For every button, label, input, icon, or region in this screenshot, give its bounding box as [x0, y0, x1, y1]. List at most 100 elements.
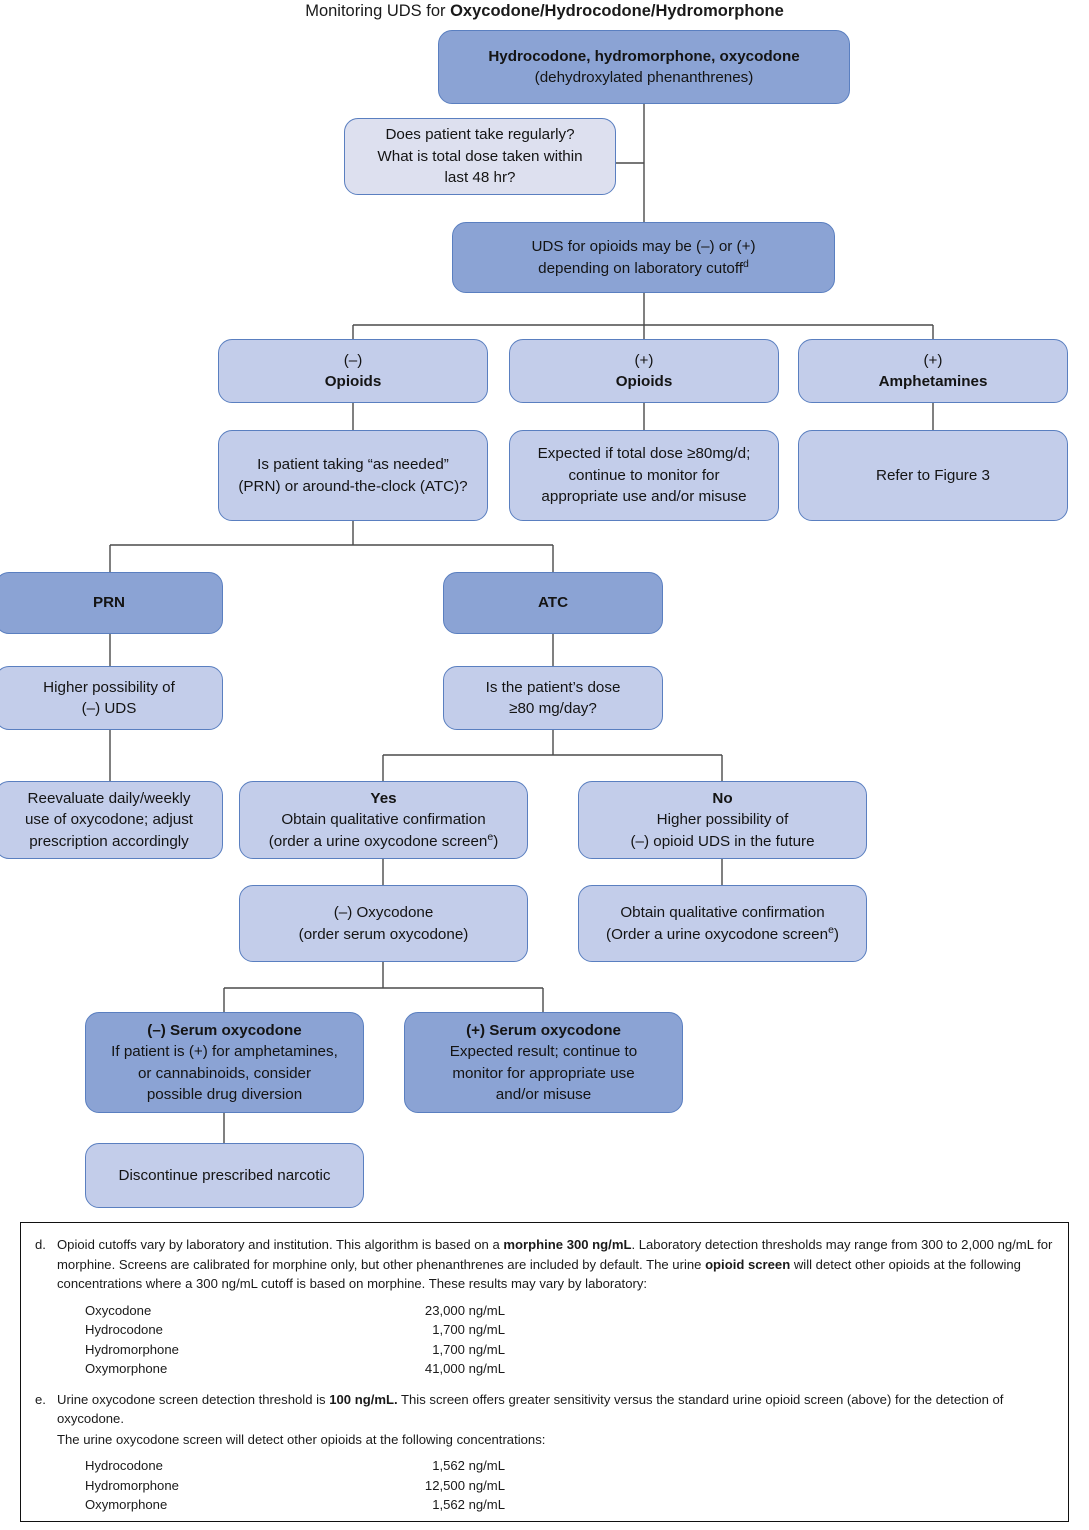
table-row: Hydrocodone 1,700 ng/mL — [85, 1320, 505, 1340]
yes-label: Yes — [370, 789, 397, 807]
reevaluate-line3: prescription accordingly — [29, 832, 189, 850]
fn-e-name-1: Hydromorphone — [85, 1477, 179, 1493]
neg-opioids-line2: Opioids — [324, 373, 382, 390]
uds-line2: depending on laboratory cutoff — [538, 259, 744, 277]
intake-line3: last 48 hr? — [444, 169, 516, 187]
node-intake-question[interactable]: Does patient take regularly? What is tot… — [344, 118, 616, 195]
prn-higher-line1: Higher possibility of — [43, 678, 175, 696]
fn-d-value-2: 1,700 ng/mL — [432, 1341, 505, 1357]
footnote-e-table: Hydrocodone 1,562 ng/mL Hydromorphone 12… — [85, 1456, 505, 1515]
pos-amph-line2: Amphetamines — [878, 373, 988, 390]
footnote-e-bold-a: 100 ng/mL. — [329, 1391, 398, 1407]
neg-serum-line1: (–) Serum oxycodone — [147, 1021, 302, 1039]
prn-atc-q-line1: Is patient taking “as needed” — [257, 456, 449, 473]
page-title-bold: Oxycodone/Hydrocodone/Hydromorphone — [450, 2, 784, 20]
footnote-e-text-c: The urine oxycodone screen will detect o… — [57, 1431, 546, 1447]
no-line3: (–) opioid UDS in the future — [630, 832, 815, 850]
node-negative-serum-oxycodone[interactable]: (–) Serum oxycodone If patient is (+) fo… — [85, 1012, 364, 1113]
footnote-e-text: Urine oxycodone screen detection thresho… — [57, 1390, 1054, 1429]
footnotes-panel: d. Opioid cutoffs vary by laboratory and… — [20, 1222, 1069, 1522]
node-root-line1: Hydrocodone, hydromorphone, oxycodone — [488, 47, 800, 65]
neg-oxy-line2: (order serum oxycodone) — [298, 925, 469, 943]
fn-d-name-2: Hydromorphone — [85, 1341, 179, 1357]
footnote-d-bold-b: opioid screen — [705, 1256, 791, 1272]
footnote-e-marker: e. — [35, 1391, 46, 1407]
node-reevaluate[interactable]: Reevaluate daily/weekly use of oxycodone… — [0, 781, 223, 859]
obtain-line2-end: ) — [833, 925, 839, 943]
node-positive-amphetamines[interactable]: (+) Amphetamines — [798, 339, 1068, 403]
table-row: Hydromorphone 12,500 ng/mL — [85, 1476, 505, 1496]
reevaluate-line1: Reevaluate daily/weekly — [27, 789, 191, 807]
yes-line3: (order a urine oxycodone screen — [268, 832, 488, 850]
fn-d-name-3: Oxymorphone — [85, 1361, 168, 1376]
fn-e-value-1: 12,500 ng/mL — [424, 1477, 505, 1493]
node-prn-atc-question[interactable]: Is patient taking “as needed” (PRN) or a… — [218, 430, 488, 521]
uds-footnote-marker: d — [743, 257, 749, 270]
obtain-line1: Obtain qualitative confirmation — [620, 904, 825, 921]
node-positive-opioids[interactable]: (+) Opioids — [509, 339, 779, 403]
pos-opioids-line1: (+) — [634, 351, 654, 369]
fn-d-name-0: Oxycodone — [85, 1302, 152, 1318]
obtain-footnote-marker: e — [828, 923, 834, 936]
footnote-d-bold-a: morphine 300 ng/mL — [503, 1237, 632, 1252]
yes-line2: Obtain qualitative confirmation — [281, 811, 486, 829]
node-expected-dose[interactable]: Expected if total dose ≥80mg/d; continue… — [509, 430, 779, 521]
pos-serum-line3: monitor for appropriate use — [452, 1064, 635, 1082]
expected-line2: continue to monitor for — [568, 466, 720, 484]
expected-line3: appropriate use and/or misuse — [541, 488, 747, 506]
pos-serum-line2: Expected result; continue to — [449, 1043, 638, 1060]
reevaluate-line2: use of oxycodone; adjust — [24, 811, 194, 829]
neg-serum-line2: If patient is (+) for amphetamines, — [111, 1043, 338, 1060]
neg-opioids-line1: (–) — [343, 351, 363, 369]
node-prn-higher-possibility[interactable]: Higher possibility of (–) UDS — [0, 666, 223, 730]
footnote-e-text-a: Urine oxycodone screen detection thresho… — [57, 1391, 330, 1407]
prn-atc-q-line2: (PRN) or around-the-clock (ATC)? — [238, 477, 468, 495]
intake-line2: What is total dose taken within — [377, 147, 583, 165]
fn-d-value-1: 1,700 ng/mL — [432, 1322, 505, 1337]
fn-e-name-2: Oxymorphone — [85, 1497, 168, 1512]
node-refer-figure3[interactable]: Refer to Figure 3 — [798, 430, 1068, 521]
pos-serum-line4: and/or misuse — [495, 1086, 592, 1103]
node-no-branch[interactable]: No Higher possibility of (–) opioid UDS … — [578, 781, 867, 859]
fn-d-value-0: 23,000 ng/mL — [424, 1302, 505, 1318]
table-row: Oxymorphone 1,562 ng/mL — [85, 1495, 505, 1515]
table-row: Hydrocodone 1,562 ng/mL — [85, 1456, 505, 1476]
fn-e-value-2: 1,562 ng/mL — [432, 1497, 505, 1512]
footnote-d-text-a: Opioid cutoffs vary by laboratory and in… — [57, 1237, 504, 1252]
fn-d-value-3: 41,000 ng/mL — [424, 1361, 505, 1376]
footnote-d-table: Oxycodone 23,000 ng/mL Hydrocodone 1,700… — [85, 1301, 505, 1379]
table-row: Hydromorphone 1,700 ng/mL — [85, 1340, 505, 1360]
node-discontinue-narcotic[interactable]: Discontinue prescribed narcotic — [85, 1143, 364, 1208]
node-negative-opioids[interactable]: (–) Opioids — [218, 339, 488, 403]
fn-e-name-0: Hydrocodone — [85, 1458, 163, 1473]
refer-line1: Refer to Figure 3 — [876, 466, 990, 484]
node-negative-oxycodone[interactable]: (–) Oxycodone (order serum oxycodone) — [239, 885, 528, 962]
node-atc[interactable]: ATC — [443, 572, 663, 634]
node-obtain-confirmation[interactable]: Obtain qualitative confirmation (Order a… — [578, 885, 867, 962]
footnote-d-text: Opioid cutoffs vary by laboratory and in… — [57, 1235, 1054, 1294]
node-positive-serum-oxycodone[interactable]: (+) Serum oxycodone Expected result; con… — [404, 1012, 683, 1113]
uds-line1: UDS for opioids may be (–) or (+) — [531, 238, 756, 255]
prn-label: PRN — [92, 594, 126, 612]
pos-serum-line1: (+) Serum oxycodone — [466, 1021, 621, 1039]
no-label: No — [712, 789, 733, 807]
prn-higher-line2: (–) UDS — [81, 700, 137, 717]
table-row: Oxycodone 23,000 ng/mL — [85, 1301, 505, 1321]
atc-label: ATC — [537, 594, 569, 612]
pos-amph-line1: (+) — [923, 351, 943, 369]
pos-opioids-line2: Opioids — [615, 373, 673, 390]
node-uds-result[interactable]: UDS for opioids may be (–) or (+) depend… — [452, 222, 835, 293]
atc-dose-line2: ≥80 mg/day? — [509, 700, 597, 717]
node-yes-branch[interactable]: Yes Obtain qualitative confirmation (ord… — [239, 781, 528, 859]
table-row: Oxymorphone 41,000 ng/mL — [85, 1359, 505, 1379]
node-atc-dose-question[interactable]: Is the patient’s dose ≥80 mg/day? — [443, 666, 663, 730]
footnote-d-marker: d. — [35, 1237, 46, 1252]
intake-line1: Does patient take regularly? — [385, 126, 575, 144]
obtain-line2: (Order a urine oxycodone screen — [606, 925, 829, 943]
node-root[interactable]: Hydrocodone, hydromorphone, oxycodone (d… — [438, 30, 850, 104]
footnote-e-text-b: This screen offers greater sensitivity v… — [57, 1391, 1004, 1427]
footnote-d-text-b: . Laboratory detection thresholds may ra… — [57, 1237, 1053, 1272]
no-line2: Higher possibility of — [656, 811, 789, 829]
fn-e-value-0: 1,562 ng/mL — [432, 1458, 505, 1473]
node-prn[interactable]: PRN — [0, 572, 223, 634]
